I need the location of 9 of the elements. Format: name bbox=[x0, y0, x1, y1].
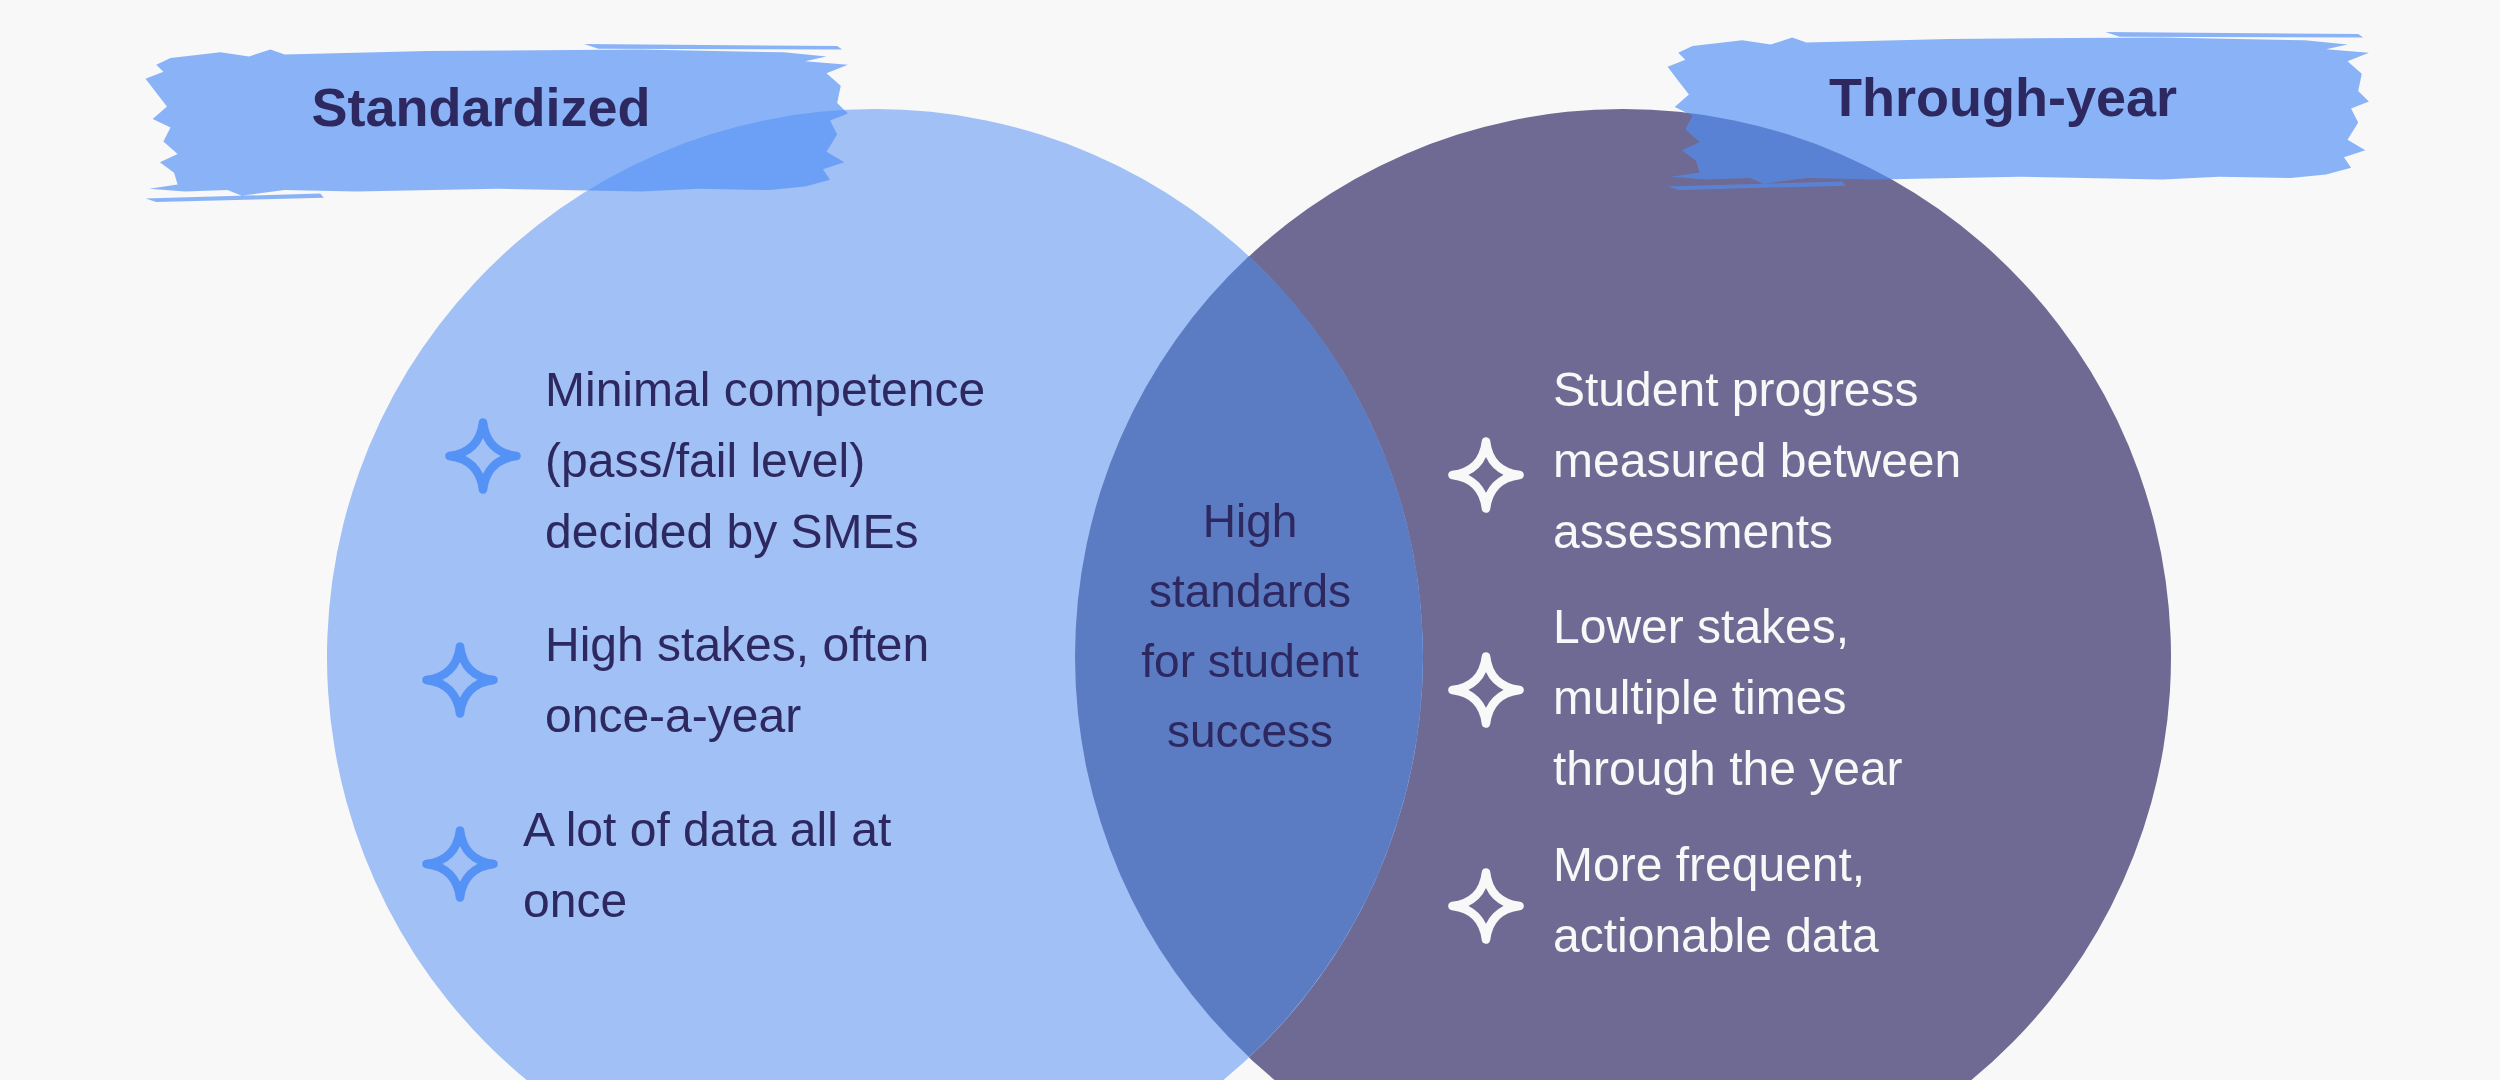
heading: Through-year bbox=[1829, 66, 2177, 129]
bullet-text: Minimal competence (pass/fail level) decided by SMEs bbox=[545, 362, 987, 560]
heading: Standardized bbox=[311, 76, 651, 139]
bullet-text: More frequent, actionable data bbox=[1553, 837, 1880, 964]
bullet-text: High stakes, often once-a-year bbox=[545, 617, 931, 744]
bullet-text: Lower stakes, multiple times through the year bbox=[1553, 599, 1904, 797]
overlap-text: High standards for student success bbox=[1140, 494, 1360, 759]
bullet-text: A lot of data all at once bbox=[523, 802, 893, 929]
bullet-text: Student progress measured between assessments bbox=[1553, 362, 1963, 560]
